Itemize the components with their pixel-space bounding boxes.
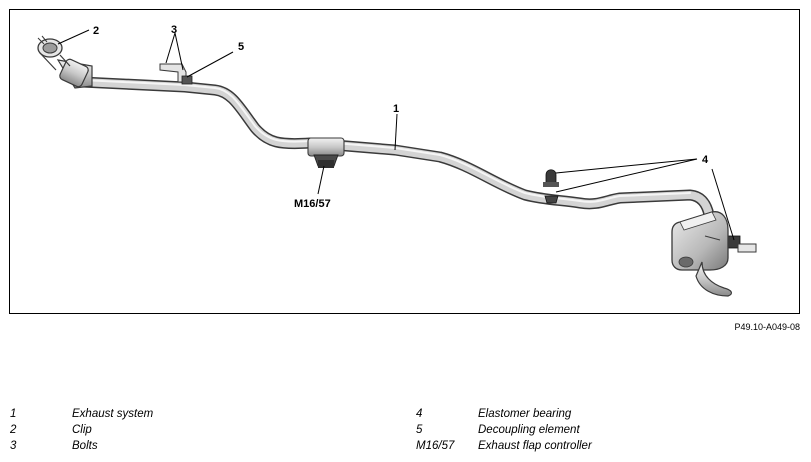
rear-muffler: [671, 211, 733, 297]
callout-1: 1: [393, 103, 399, 115]
legend-desc: Clip: [72, 424, 92, 436]
elastomer-bearing-muffler: [727, 235, 757, 253]
legend-key: 1: [10, 408, 17, 420]
legend-key: 5: [416, 424, 423, 436]
callout-3: 3: [171, 24, 177, 36]
legend-desc: Bolts: [72, 440, 98, 452]
figure-code: P49.10-A049-08: [734, 322, 800, 332]
elastomer-bearing-front: [543, 169, 559, 187]
callout-4: 4: [702, 154, 709, 166]
exhaust-pipe: [76, 76, 715, 221]
legend-desc: Elastomer bearing: [478, 408, 572, 420]
exhaust-flap-controller: [307, 137, 345, 168]
elastomer-bearing-rear: [544, 195, 559, 204]
legend-key: 4: [416, 408, 423, 420]
legend-key: 3: [10, 440, 17, 452]
legend-key: M16/57: [416, 440, 455, 452]
bolts-bracket: [159, 63, 193, 85]
callout-5: 5: [238, 41, 244, 53]
legend-desc: Exhaust system: [72, 408, 154, 420]
legend-desc: Exhaust flap controller: [478, 440, 592, 452]
callout-2: 2: [93, 25, 99, 37]
callout-m16-57: M16/57: [294, 198, 331, 210]
legend-desc: Decoupling element: [478, 424, 580, 436]
catalytic-converter: [37, 35, 93, 89]
leader-lines: [57, 29, 735, 241]
legend-key: 2: [10, 424, 17, 436]
